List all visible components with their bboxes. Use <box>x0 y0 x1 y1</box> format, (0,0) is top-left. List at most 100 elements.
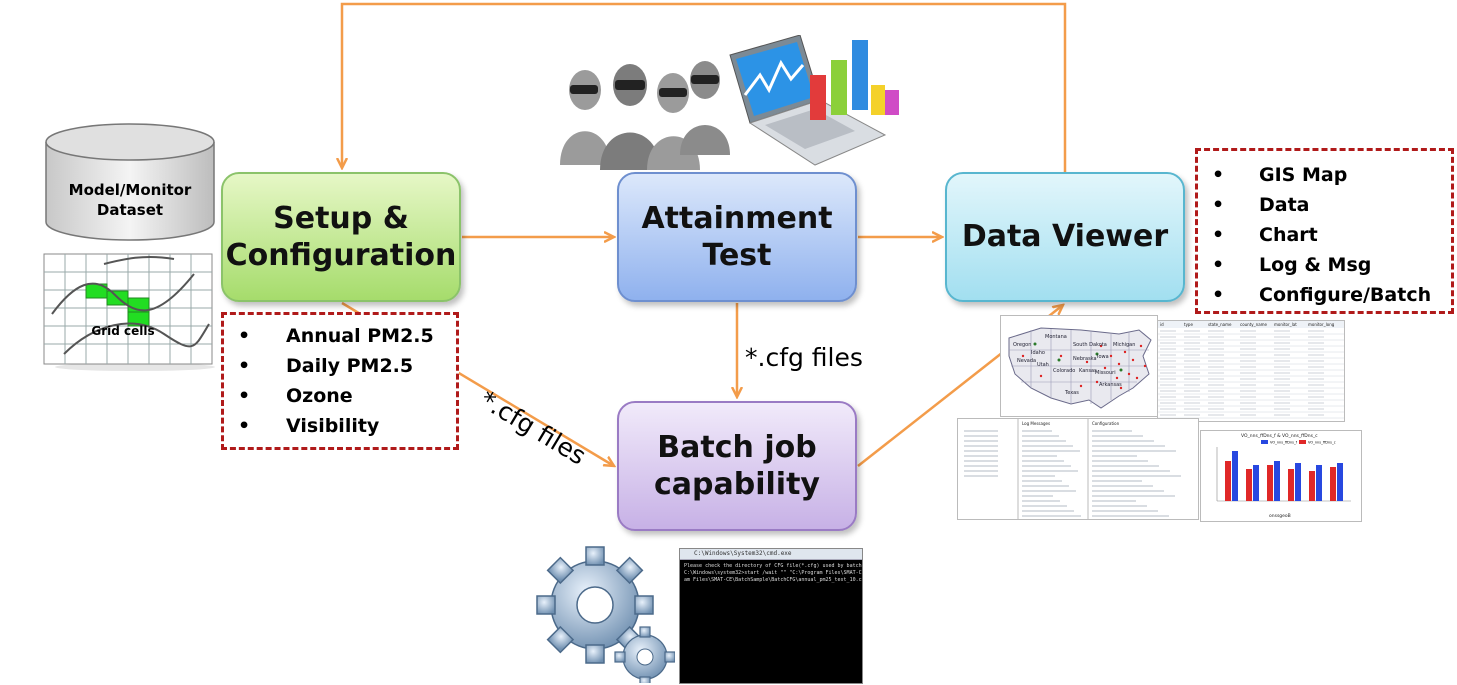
config-title: Configuration <box>1092 421 1120 426</box>
legend-label: VO_nns_ffDns_c <box>1308 441 1336 445</box>
viewer-option-item: •Data <box>1198 190 1451 220</box>
map-state-label: Colorado <box>1053 368 1075 374</box>
console-line: C:\Windows\system32>start /wait "" "C:\P… <box>684 570 862 576</box>
setup-configuration-node: Setup & Configuration <box>221 172 461 302</box>
map-state-label: Idaho <box>1031 350 1045 356</box>
console-window: C:\Windows\System32\cmd.exe Please check… <box>679 548 863 684</box>
console-line: Please check the directory of CFG file(*… <box>684 563 862 569</box>
laptop-icon <box>729 35 887 166</box>
vr-headset-icon <box>570 75 719 97</box>
map-dot <box>1123 350 1127 354</box>
thumb-chart-bar <box>1267 465 1273 501</box>
thumb-chart-bar <box>1225 461 1231 501</box>
bullet-icon: • <box>238 355 251 377</box>
setup-title-line1: Setup & <box>273 200 409 236</box>
gears-icon <box>536 546 675 683</box>
map-dot <box>1131 358 1135 362</box>
viewer-option-label: GIS Map <box>1259 164 1348 186</box>
thumb-chart-bar <box>1274 461 1280 501</box>
thumb-chart-title: VO_nns_ffDns_f & VO_nns_ffDns_c <box>1241 433 1318 439</box>
map-dot <box>1079 384 1083 388</box>
batch-title-line2: capability <box>654 467 820 502</box>
data-table-thumbnail: id type state_name county_name monitor_l… <box>1157 320 1345 422</box>
batch-job-node: Batch job capability <box>617 401 857 531</box>
table-header: id <box>1160 322 1164 327</box>
map-dot <box>1143 364 1147 368</box>
table-header: county_name <box>1240 322 1268 327</box>
thumb-chart-xlabel: onssgeoB <box>1269 513 1291 519</box>
data-viewer-node: Data Viewer <box>945 172 1185 302</box>
map-state-label: Oregon <box>1013 342 1031 348</box>
batch-title-line1: Batch job <box>657 429 817 465</box>
table-header: monitor_long <box>1308 322 1335 327</box>
setup-option-item: •Annual PM2.5 <box>224 321 456 351</box>
map-dot <box>1021 354 1025 358</box>
table-header: monitor_lat <box>1274 322 1297 327</box>
map-state-label: Nevada <box>1017 358 1036 364</box>
viewer-option-label: Data <box>1259 194 1310 216</box>
thumb-chart-bar <box>1337 463 1343 501</box>
database-label-line1: Model/Monitor <box>68 181 192 199</box>
grid-cells-label: Grid cells <box>91 324 155 338</box>
table-header: type <box>1184 322 1193 327</box>
setup-option-label: Annual PM2.5 <box>286 325 434 347</box>
us-map-icon: Montana Oregon Idaho Nevada Utah Colorad… <box>1008 327 1152 409</box>
map-state-label: Arkansas <box>1099 382 1122 388</box>
map-state-label: Texas <box>1064 390 1079 396</box>
viewer-option-item: •Chart <box>1198 220 1451 250</box>
bullet-icon: • <box>238 385 251 407</box>
map-state-label: Iowa <box>1097 354 1109 360</box>
attainment-title-line1: Attainment <box>641 200 833 236</box>
viewer-option-item: • GIS Map <box>1198 160 1451 190</box>
map-dot <box>1059 354 1063 358</box>
setup-option-item: • Ozone <box>224 381 456 411</box>
console-body: Please check the directory of CFG file(*… <box>680 560 862 587</box>
viewer-title: Data Viewer <box>961 219 1169 255</box>
map-state-label: Kansas <box>1079 368 1097 374</box>
thumb-chart-bar <box>1246 469 1252 501</box>
legend-swatch <box>1299 440 1306 444</box>
database-icon: Model/Monitor Dataset Grid cells <box>40 122 220 372</box>
grid-cells-graphic <box>43 253 213 365</box>
map-dot <box>1039 374 1043 378</box>
viewer-option-item: •Configure/Batch <box>1198 280 1451 310</box>
viewer-option-item: • Log & Msg <box>1198 250 1451 280</box>
map-dot <box>1135 376 1139 380</box>
map-state-label: Utah <box>1037 362 1049 368</box>
setup-option-item: • Daily PM2.5 <box>224 351 456 381</box>
map-dot <box>1085 360 1089 364</box>
map-dot <box>1139 344 1143 348</box>
thumb-chart-bar <box>1330 467 1336 501</box>
map-state-label: South Dakota <box>1073 342 1107 348</box>
bullet-icon: • <box>1212 224 1225 246</box>
thumb-chart-bar <box>1309 471 1315 501</box>
bullet-icon: • <box>1212 254 1225 276</box>
map-dot <box>1119 386 1123 390</box>
bullet-icon: • <box>1212 164 1225 186</box>
map-dot <box>1099 344 1103 348</box>
map-state-label: Michigan <box>1113 342 1135 348</box>
map-state-label: Missouri <box>1095 370 1116 376</box>
people-icon <box>560 61 730 170</box>
legend-label: VO_nns_ffDns_f <box>1270 441 1298 445</box>
thumb-chart-bar <box>1232 451 1238 501</box>
thumb-chart-bar <box>1295 463 1301 501</box>
viewer-option-label: Log & Msg <box>1259 254 1372 276</box>
thumb-chart-bar <box>1253 465 1259 501</box>
database-label-line2: Dataset <box>96 201 164 220</box>
map-dot <box>1109 354 1113 358</box>
setup-option-label: Daily PM2.5 <box>286 355 414 377</box>
console-line: am Files\SMAT-CE\BatchSample\BatchCFG\an… <box>684 577 862 583</box>
map-dot <box>1115 376 1119 380</box>
map-dot <box>1127 372 1131 376</box>
map-dot <box>1117 362 1121 366</box>
setup-option-label: Ozone <box>286 385 353 407</box>
gis-map-thumbnail: Montana Oregon Idaho Nevada Utah Colorad… <box>1000 315 1158 417</box>
viewer-options-box: •GIS Map •Data •Chart •Log & Msg •Config… <box>1195 148 1454 314</box>
arrow-viewer-to-setup <box>342 2 1067 172</box>
edge-label-attain-to-batch: *.cfg files <box>745 343 863 372</box>
log-title: Log Messages <box>1022 421 1050 426</box>
setup-title-line2: Configuration <box>225 238 457 273</box>
setup-option-label: Visibility <box>286 415 380 437</box>
log-config-thumbnail: Log Messages Configuration <box>957 418 1199 520</box>
